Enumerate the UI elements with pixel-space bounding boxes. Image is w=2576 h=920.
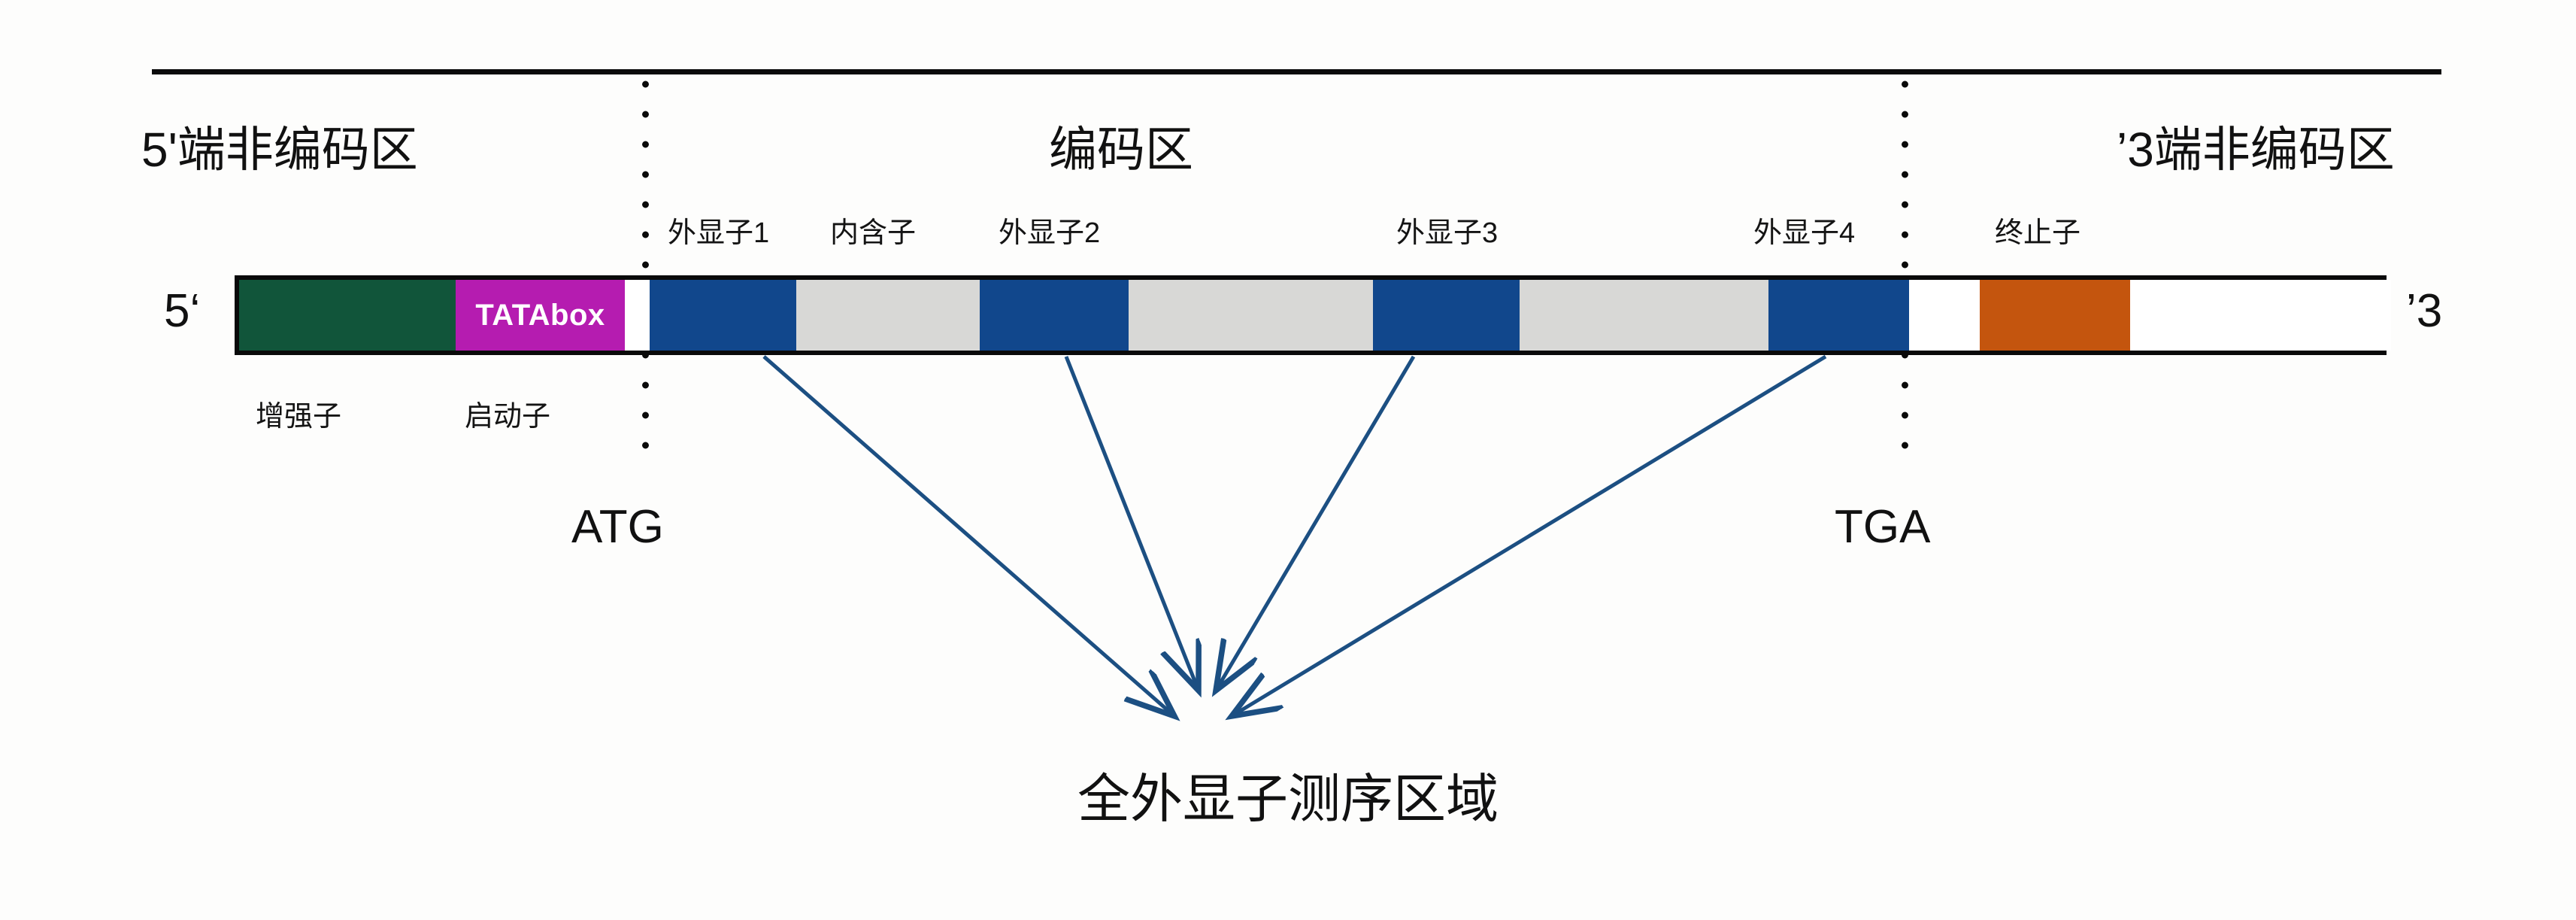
- label-promoter: 启动子: [465, 401, 551, 433]
- segment-exon-4: [1768, 280, 1909, 351]
- dotted-line-tga: [1902, 69, 1908, 468]
- segment-gap-after-exon4: [1909, 280, 1980, 351]
- label-exon-3: 外显子3: [1396, 217, 1499, 249]
- segment-exon-3: [1373, 280, 1520, 351]
- arrow-from-exon-3: [1216, 355, 1416, 691]
- arrow-group: [762, 354, 1827, 716]
- diagram-caption: 全外显子测序区域: [1077, 770, 1499, 828]
- segment-gap-before-exon1: [625, 280, 650, 351]
- region-title-three-prime-utr: ’3端非编码区: [2117, 123, 2395, 177]
- label-exon-1: 外显子1: [668, 217, 770, 249]
- gene-structure-bar: TATAbox: [235, 275, 2391, 355]
- segment-exon-2: [980, 280, 1129, 351]
- segment-intron-1: [796, 280, 980, 351]
- dotted-line-atg: [642, 69, 649, 468]
- three-prime-end-label: ’3: [2406, 285, 2443, 337]
- arrow-from-exon-1: [762, 355, 1174, 716]
- segment-enhancer: [239, 280, 456, 351]
- segment-tatabox: TATAbox: [456, 280, 625, 351]
- label-enhancer: 增强子: [256, 401, 342, 433]
- segment-three-prime-tail: [2130, 280, 2391, 351]
- label-terminator: 终止子: [1995, 217, 2081, 249]
- tatabox-label: TATAbox: [475, 298, 605, 332]
- segment-intron-2: [1129, 280, 1373, 351]
- label-intron: 内含子: [830, 217, 917, 249]
- top-divider-rule: [152, 69, 2441, 74]
- segment-terminator: [1980, 280, 2130, 351]
- segment-intron-3: [1520, 280, 1768, 351]
- arrow-from-exon-4: [1232, 354, 1827, 716]
- label-exon-4: 外显子4: [1753, 217, 1856, 249]
- region-title-coding: 编码区: [1049, 123, 1193, 177]
- region-title-five-prime-utr: 5'端非编码区: [141, 123, 418, 177]
- label-exon-2: 外显子2: [999, 217, 1101, 249]
- five-prime-end-label: 5‘: [164, 285, 201, 337]
- codon-stop-label: TGA: [1835, 501, 1931, 553]
- arrow-from-exon-2: [1064, 356, 1199, 691]
- codon-start-label: ATG: [571, 501, 664, 553]
- segment-exon-1: [650, 280, 796, 351]
